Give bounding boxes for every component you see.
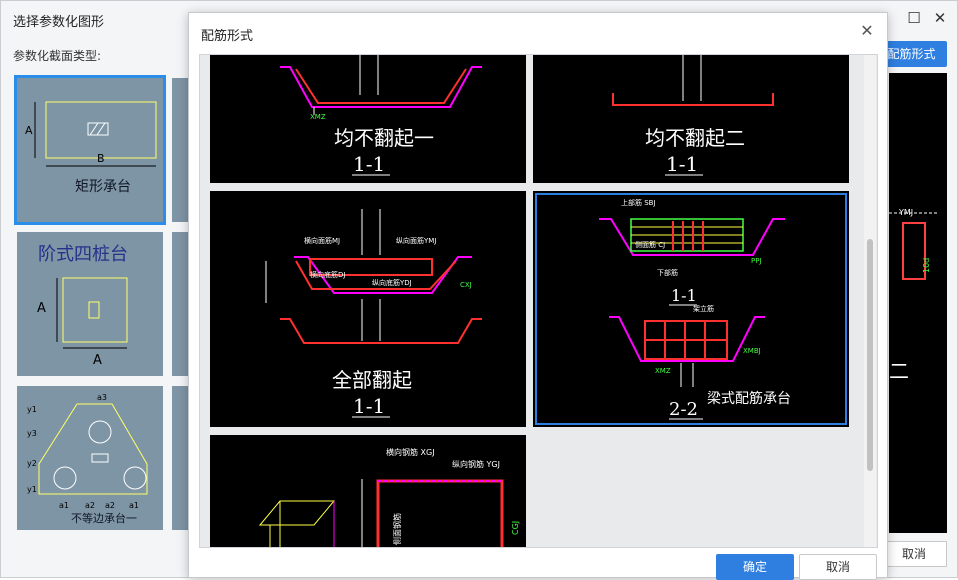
rebar-label: 横向底筋DJ: [310, 270, 345, 279]
cancel-button[interactable]: 取消: [799, 554, 877, 580]
none-bent-2-drawing: 均不翻起二 1-1: [612, 55, 774, 176]
dim-b-label: A: [93, 353, 102, 368]
vertical-scrollbar[interactable]: [864, 55, 876, 547]
option-5-drawing: 横向钢筋 XGJ 纵向钢筋 YGJ 侧面钢筋 CGJ: [258, 447, 520, 547]
rebar-label: 侧面钢筋: [392, 513, 402, 545]
panel-title: 全部翻起: [332, 368, 412, 392]
window-title: 选择参数化图形: [13, 15, 105, 30]
close-icon[interactable]: ✕: [860, 21, 874, 40]
dim-label: a2: [85, 501, 95, 510]
beam-type-drawing: 上部筋 SBJ 侧面筋 CJ 下部筋 PPJ 1-1 架立筋 XMZ XMBJ …: [599, 198, 791, 420]
section-type-grid: A B 矩形承台 阶式四桩台 A A: [14, 75, 194, 531]
rebar-label: 下部筋: [657, 268, 678, 277]
rebar-label: CGJ: [511, 521, 520, 535]
right-label: YMJ: [898, 208, 913, 217]
dialog-title: 配筋形式: [201, 29, 254, 44]
right-preview-panel: YMJ 10d 二: [889, 73, 947, 533]
rectangular-cap-drawing: A B 矩形承台: [25, 101, 157, 195]
dim-a-label: A: [25, 124, 33, 137]
rebar-label: 纵向面筋YMJ: [396, 236, 436, 245]
panel-title: 梁式配筋承台: [707, 390, 791, 407]
dim-b-label: B: [97, 152, 105, 165]
ok-button[interactable]: 确定: [716, 554, 794, 580]
background-cancel-button[interactable]: 取消: [881, 541, 947, 567]
panel-section: 1-1: [353, 394, 385, 418]
section-type-label: 参数化截面类型:: [13, 49, 102, 63]
stepped-four-pile-drawing: 阶式四桩台 A A: [37, 244, 128, 368]
dim-label: y2: [27, 459, 37, 468]
dim-label: y1: [27, 405, 37, 414]
rebar-label: XMBJ: [743, 347, 761, 355]
scroll-thumb[interactable]: [867, 239, 873, 471]
dim-label: a1: [59, 501, 69, 510]
tile-label: 阶式四桩台: [38, 244, 128, 265]
option-panel-all-bent[interactable]: 横向面筋MJ 纵向面筋YMJ 横向底筋DJ 纵向底筋YDJ CXJ 全部翻起 1…: [210, 191, 526, 427]
unequal-cap-drawing: a3 a1 a2 a2 a1 y1 y2 y3 y1 不等边承台一: [27, 393, 148, 525]
close-icon[interactable]: ✕: [933, 9, 947, 27]
options-viewport: XMZ 均不翻起一 1-1 均不翻起二 1-1: [199, 54, 878, 548]
rebar-label: 横向钢筋 XGJ: [386, 447, 435, 457]
panel-section: 1-1: [671, 286, 697, 305]
option-panel-none-bent-2[interactable]: 均不翻起二 1-1: [533, 55, 849, 183]
right-label: 二: [889, 359, 909, 383]
option-panel-5[interactable]: 横向钢筋 XGJ 纵向钢筋 YGJ 侧面钢筋 CGJ: [210, 435, 526, 547]
panel-section: 1-1: [353, 152, 385, 176]
rebar-label: 上部筋 SBJ: [621, 198, 656, 207]
rebar-label: 侧面筋 CJ: [635, 240, 665, 249]
right-label: 10d: [922, 258, 931, 273]
maximize-icon[interactable]: ☐: [907, 9, 921, 27]
panel-title: 均不翻起一: [334, 126, 434, 150]
option-panel-beam-type[interactable]: 上部筋 SBJ 侧面筋 CJ 下部筋 PPJ 1-1 架立筋 XMZ XMBJ …: [533, 191, 849, 427]
rebar-label: 纵向底筋YDJ: [372, 278, 412, 287]
panel-section: 2-2: [669, 399, 698, 420]
panel-title: 均不翻起二: [645, 126, 745, 150]
rebar-label: CXJ: [460, 281, 472, 289]
all-bent-drawing: 横向面筋MJ 纵向面筋YMJ 横向底筋DJ 纵向底筋YDJ CXJ 全部翻起 1…: [265, 209, 482, 418]
dim-a-label: A: [37, 301, 46, 316]
panel-section: 1-1: [666, 152, 698, 176]
rebar-label: 架立筋: [693, 304, 714, 313]
dim-label: y1: [27, 485, 37, 494]
dim-label: a2: [105, 501, 115, 510]
tile-stepped-four-pile[interactable]: 阶式四桩台 A A: [17, 232, 163, 376]
dim-label: a1: [129, 501, 139, 510]
rebar-label: 纵向钢筋 YGJ: [452, 459, 500, 469]
option-panel-none-bent-1[interactable]: XMZ 均不翻起一 1-1: [210, 55, 526, 183]
reinforcement-form-dialog: 配筋形式 ✕ XMZ 均不翻起一 1-1 均不翻起二: [188, 12, 888, 580]
tile-unequal-cap[interactable]: a3 a1 a2 a2 a1 y1 y2 y3 y1 不等边承台一: [17, 386, 163, 530]
top-dim-label: a3: [97, 393, 107, 402]
rebar-label: PPJ: [751, 257, 762, 265]
none-bent-1-drawing: XMZ 均不翻起一 1-1: [280, 55, 482, 176]
rebar-label: XMZ: [310, 113, 326, 121]
tile-rectangular-cap[interactable]: A B 矩形承台: [14, 75, 166, 225]
rebar-label: 横向面筋MJ: [304, 236, 340, 245]
dim-label: y3: [27, 429, 37, 438]
tile-label: 不等边承台一: [71, 511, 137, 525]
tile-label: 矩形承台: [75, 179, 131, 195]
rebar-label: XMZ: [655, 367, 671, 375]
